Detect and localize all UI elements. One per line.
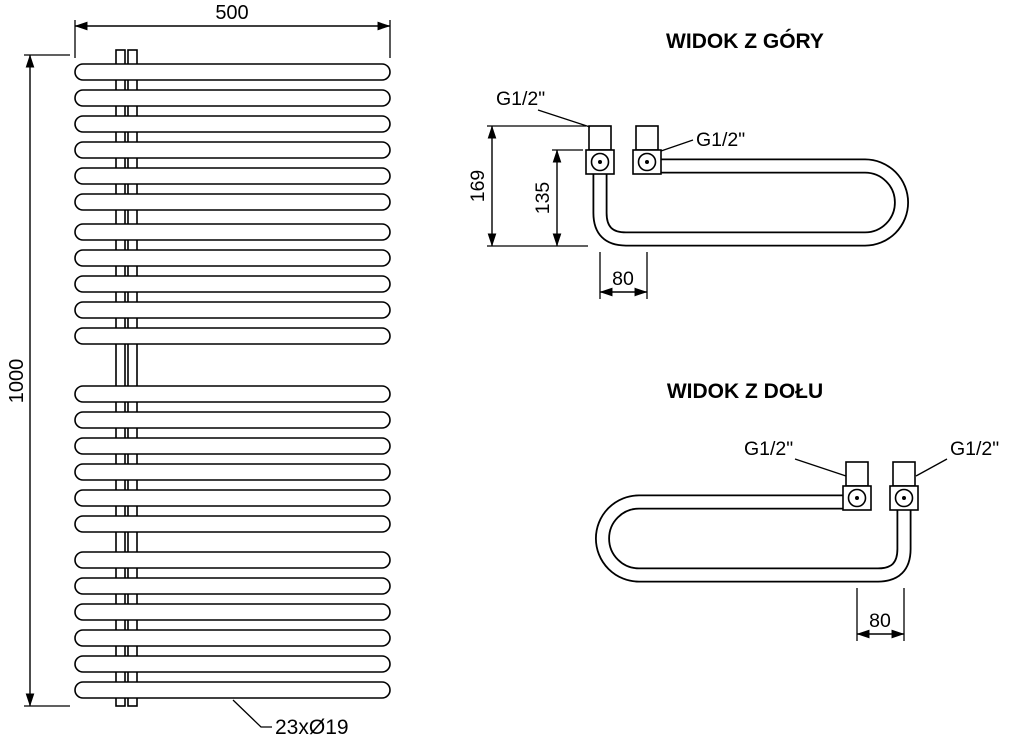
bottom-view-title: WIDOK Z DOŁU: [667, 380, 823, 403]
dimension-80-bottom: 80: [856, 588, 905, 641]
bottom-view: WIDOK Z DOŁU G1/2" G1/2" 80: [595, 380, 999, 641]
height-dimension-label: 1000: [6, 359, 28, 404]
dimension-80-top: 80: [599, 252, 648, 299]
radiator-tube: [74, 89, 391, 107]
leader-line: [915, 458, 948, 477]
thread-label-right: G1/2": [915, 438, 999, 477]
radiator-tube: [74, 577, 391, 595]
dimension-169: 169: [467, 125, 588, 247]
tube-loop-inner: [596, 494, 910, 581]
dimension-height: 1000: [6, 54, 70, 707]
valve-stub: [635, 125, 659, 151]
radiator-tube: [74, 327, 391, 345]
radiator-tube: [74, 629, 391, 647]
radiator-tube: [74, 249, 391, 267]
leader-line: [794, 458, 847, 477]
radiator-tube: [74, 115, 391, 133]
dim-135-label: 135: [532, 182, 554, 215]
tube-callout: 23xØ19: [232, 699, 349, 739]
thread-size-label: G1/2": [496, 88, 545, 110]
fitting-valve-left: [585, 125, 615, 175]
valve-stub: [892, 461, 916, 487]
dim-80-label: 80: [612, 268, 634, 290]
radiator-tube: [74, 437, 391, 455]
radiator-tube: [74, 223, 391, 241]
connection-center: [598, 160, 602, 164]
valve-stub: [588, 125, 612, 151]
radiator-tube: [74, 301, 391, 319]
connection-center: [902, 496, 906, 500]
top-view: WIDOK Z GÓRY G1/2" G1/2" 169: [467, 29, 909, 299]
leader-line: [537, 109, 591, 128]
thread-label-left: G1/2": [496, 88, 591, 128]
radiator-tube: [74, 411, 391, 429]
connection-center: [855, 496, 859, 500]
dim-80-label: 80: [869, 610, 891, 632]
dimension-135: 135: [532, 149, 583, 247]
fitting-valve-right: [889, 461, 919, 511]
radiator-tube: [74, 603, 391, 621]
dim-169-label: 169: [467, 170, 489, 203]
fitting-valve-left: [842, 461, 872, 511]
radiator-tube: [74, 63, 391, 81]
thread-size-label: G1/2": [696, 129, 745, 151]
connection-center: [645, 160, 649, 164]
radiator-tube: [74, 463, 391, 481]
radiator-tube: [74, 551, 391, 569]
tube-loop-inner: [594, 158, 908, 245]
radiator-tube: [74, 385, 391, 403]
collector-tube-right: [127, 49, 138, 707]
leader-line: [232, 699, 272, 728]
radiator-tube: [74, 681, 391, 699]
width-dimension-label: 500: [215, 2, 248, 24]
valve-stub: [845, 461, 869, 487]
radiator-tube: [74, 655, 391, 673]
leader-line: [660, 139, 694, 152]
thread-label-left: G1/2": [744, 438, 847, 477]
front-view: 500 1000 23xØ19: [6, 2, 391, 739]
collector-tube-left: [115, 49, 126, 707]
radiator-tube: [74, 193, 391, 211]
radiator-tube: [74, 167, 391, 185]
thread-size-label: G1/2": [744, 438, 793, 460]
radiator-tubes: [74, 63, 391, 699]
dimension-width: 500: [74, 2, 391, 58]
tube-count-label: 23xØ19: [275, 716, 349, 739]
radiator-tube: [74, 141, 391, 159]
radiator-tube: [74, 489, 391, 507]
radiator-tube: [74, 515, 391, 533]
top-view-title: WIDOK Z GÓRY: [666, 29, 824, 53]
thread-label-right: G1/2": [660, 129, 745, 152]
fitting-valve-right: [632, 125, 662, 175]
radiator-tube: [74, 275, 391, 293]
thread-size-label: G1/2": [950, 438, 999, 460]
